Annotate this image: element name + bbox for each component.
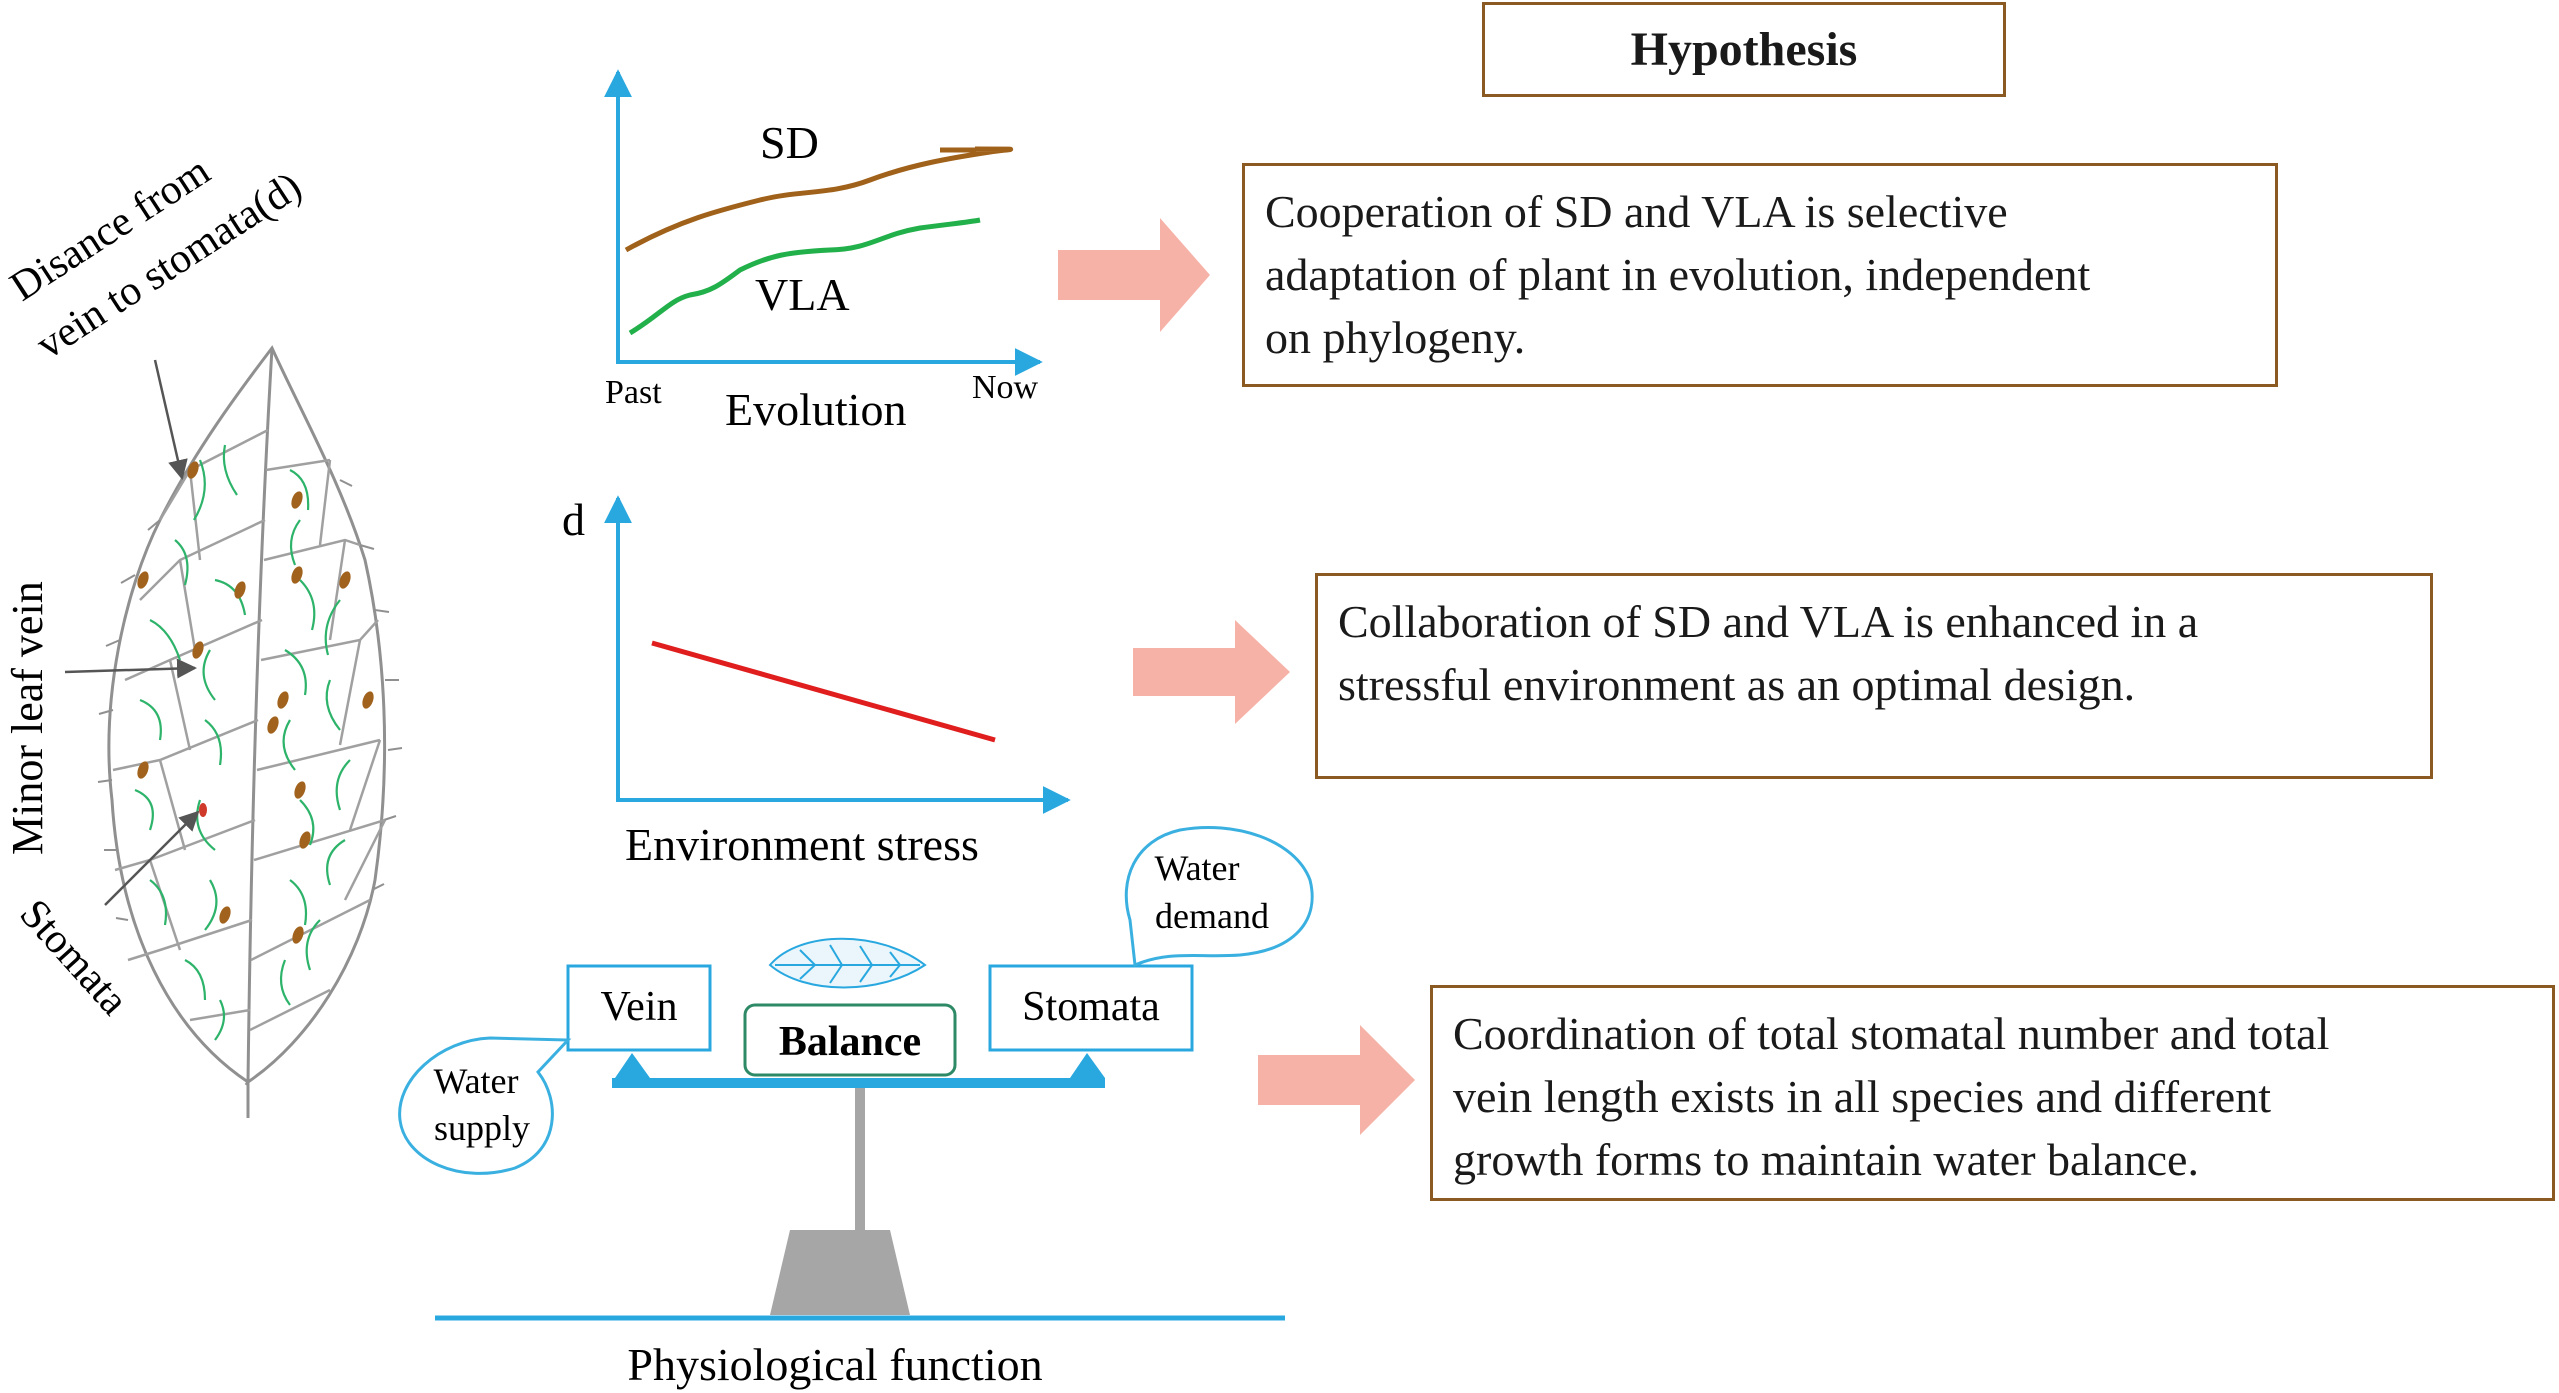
leaf-illustration bbox=[97, 345, 403, 1118]
physiological-function-label: Physiological function bbox=[627, 1339, 1042, 1390]
hypothesis-title-box: Hypothesis bbox=[1482, 2, 2006, 97]
water-demand-bubble bbox=[1124, 825, 1314, 968]
statement-2-line-1: Collaboration of SD and VLA is enhanced … bbox=[1338, 596, 2199, 647]
scale-pillar bbox=[855, 1088, 865, 1230]
statement-1-line-2: adaptation of plant in evolution, indepe… bbox=[1265, 249, 2091, 300]
statement-1-line-1: Cooperation of SD and VLA is selective bbox=[1265, 186, 2008, 237]
arrow-1 bbox=[1058, 218, 1210, 332]
water-supply-bubble bbox=[398, 1036, 572, 1175]
balance-label-box bbox=[743, 1003, 957, 1077]
stress-trend-line bbox=[651, 640, 996, 743]
mini-leaf-icon bbox=[768, 937, 927, 989]
statement-2-line-2: stressful environment as an optimal desi… bbox=[1338, 659, 2136, 710]
right-pivot bbox=[1070, 1053, 1105, 1078]
scale-beam bbox=[612, 1078, 1105, 1088]
vla-curve bbox=[628, 217, 981, 336]
statement-3-line-3: growth forms to maintain water balance. bbox=[1453, 1134, 2199, 1185]
stomata-box-label: Stomata bbox=[1022, 984, 1160, 1030]
scale-base bbox=[770, 1230, 910, 1315]
minor-vein-pointer-arrow bbox=[64, 658, 197, 679]
evolution-chart: SD VLA Past Now Evolution bbox=[604, 69, 1043, 435]
arrow-3 bbox=[1258, 1025, 1415, 1135]
sd-curve bbox=[624, 146, 1014, 253]
balance-label: Balance bbox=[779, 1019, 921, 1065]
water-supply-line1: Water bbox=[433, 1061, 518, 1101]
statement-3-line-2: vein length exists in all species and di… bbox=[1453, 1071, 2271, 1122]
water-supply-line2: supply bbox=[434, 1108, 530, 1148]
vein-label: Vein bbox=[601, 984, 678, 1030]
leaf-serration bbox=[97, 479, 403, 921]
balance-scale: Vein Stomata Balance Water supply Water … bbox=[398, 825, 1314, 1390]
hypothesis-statement-1: Cooperation of SD and VLA is selective a… bbox=[1242, 163, 2278, 387]
minor-vein-label: Minor leaf vein bbox=[3, 581, 52, 855]
distance-pointer-arrow bbox=[153, 359, 188, 480]
water-demand-line1: Water bbox=[1154, 848, 1239, 888]
arrow-2 bbox=[1133, 620, 1290, 724]
hypothesis-title: Hypothesis bbox=[1630, 23, 1858, 76]
statement-3-line-1: Coordination of total stomatal number an… bbox=[1453, 1008, 2330, 1059]
now-label: Now bbox=[972, 369, 1039, 406]
stress-chart: d Environment stress bbox=[562, 494, 1071, 870]
left-pivot bbox=[615, 1053, 650, 1078]
d-axis-label: d bbox=[562, 494, 585, 545]
stomata-pointer-arrow bbox=[104, 810, 200, 906]
hypothesis-statement-3: Coordination of total stomatal number an… bbox=[1430, 985, 2555, 1201]
statement-1-line-3: on phylogeny. bbox=[1265, 312, 1526, 363]
stress-axis-label: Environment stress bbox=[625, 819, 979, 870]
sd-label: SD bbox=[760, 117, 819, 168]
water-demand-line2: demand bbox=[1155, 896, 1269, 936]
evolution-axis-label: Evolution bbox=[725, 384, 906, 435]
leaf-outline bbox=[107, 345, 387, 1084]
hypothesis-statement-2: Collaboration of SD and VLA is enhanced … bbox=[1315, 573, 2433, 779]
stomata-label: Stomata bbox=[11, 891, 138, 1024]
stomata-box bbox=[988, 964, 1194, 1052]
minor-veins bbox=[134, 444, 351, 1041]
vein-box bbox=[566, 964, 712, 1052]
past-label: Past bbox=[605, 374, 662, 411]
stomata-dots bbox=[137, 461, 374, 944]
vla-label: VLA bbox=[755, 269, 850, 320]
